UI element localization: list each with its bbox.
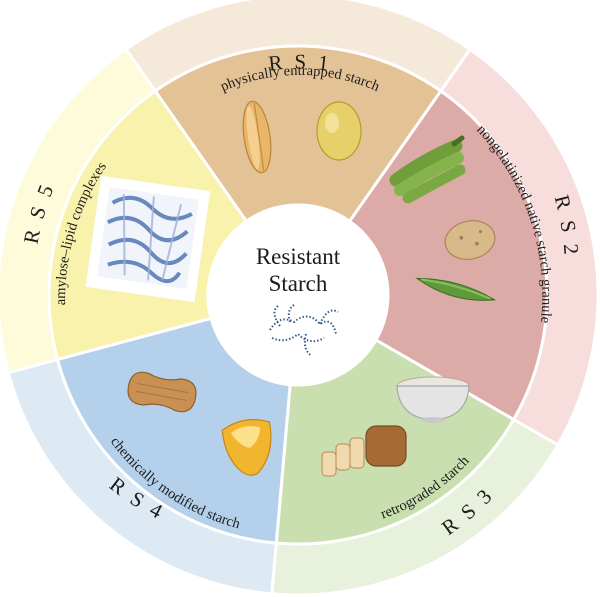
bread-icon [321, 425, 407, 477]
pea-pod-icon [415, 277, 497, 301]
center-title-line1: Resistant [256, 244, 341, 269]
starch-molecule-icon [269, 303, 339, 357]
rice-grain-icon [242, 100, 272, 174]
banana-icon [389, 135, 466, 204]
rice-bowl-icon [396, 376, 470, 423]
center-circle [208, 205, 388, 385]
protein-structure-icon [85, 175, 211, 303]
rs1-title: R S 1 [267, 49, 333, 75]
peanut-icon [127, 371, 197, 413]
center-title-line2: Starch [269, 271, 328, 296]
bean-icon [316, 101, 362, 161]
corn-kernel-icon [221, 419, 272, 476]
potato-icon [444, 220, 496, 260]
